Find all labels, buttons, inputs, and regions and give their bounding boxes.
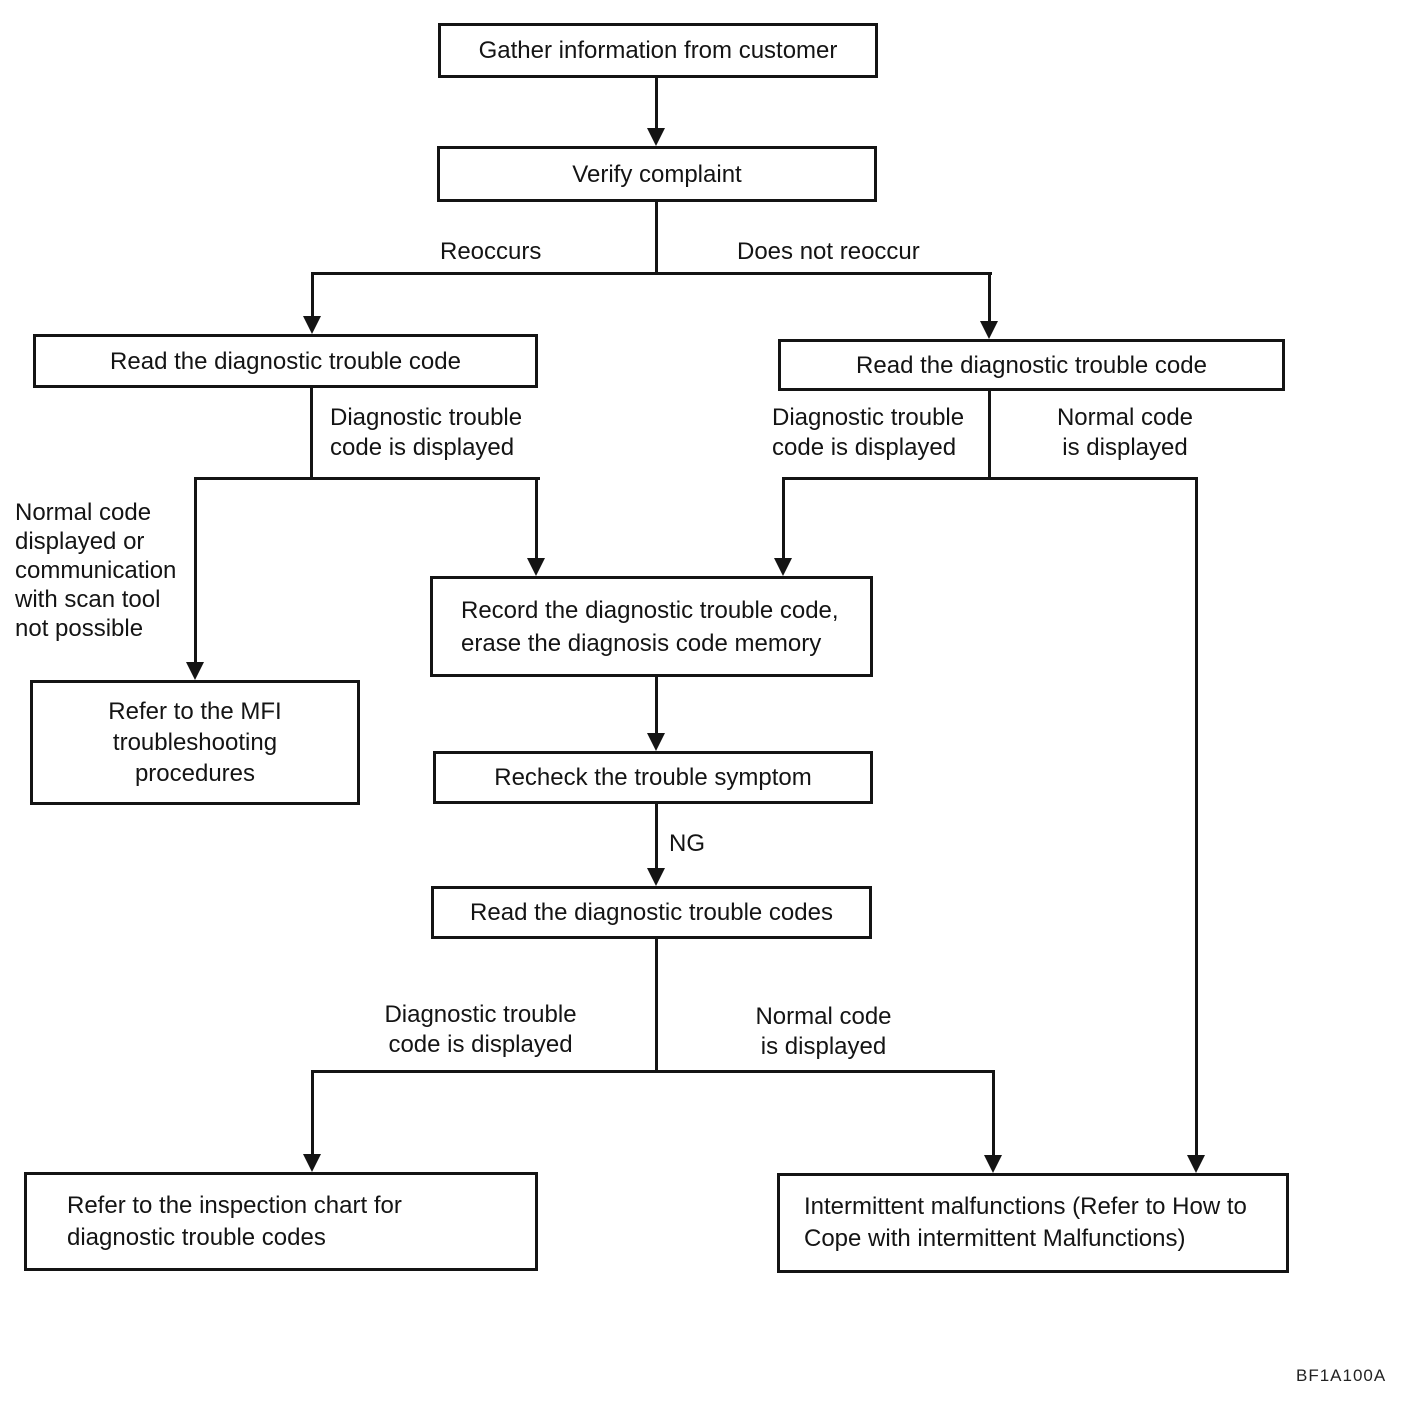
split-left-horizontal-line [194, 477, 540, 480]
edge-normal-to-intermittent-line [1195, 477, 1198, 1157]
edge-gather-verify-arrowhead-icon [647, 128, 665, 146]
label-dtc-displayed-left: Diagnostic trouble code is displayed [330, 404, 523, 461]
edge-to-intermittent-line [992, 1070, 995, 1157]
edge-split-readright-line [988, 272, 991, 323]
node-read-dtc-right: Read the diagnostic trouble code [778, 339, 1285, 391]
edge-record-recheck-arrowhead-icon [647, 733, 665, 751]
node-recheck-symptom: Recheck the trouble symptom [433, 751, 873, 804]
figure-code: BF1A100A [1296, 1366, 1387, 1385]
node-verify-complaint: Verify complaint [437, 146, 877, 202]
edge-to-inspection-arrowhead-icon [303, 1154, 321, 1172]
node-mfi-troubleshooting: Refer to the MFI troubleshooting procedu… [30, 680, 360, 805]
edge-readright-down-line [988, 391, 991, 480]
label-normal-or-no-communication: Normal code displayed or communication w… [15, 499, 177, 642]
node-inspection-chart: Refer to the inspection chart for diagno… [24, 1172, 538, 1271]
edge-gather-verify-line [655, 78, 658, 130]
edge-split-readleft-arrowhead-icon [303, 316, 321, 334]
label-dtc-displayed-bottom: Diagnostic trouble code is displayed [384, 1001, 577, 1058]
node-record-erase-code: Record the diagnostic trouble code, eras… [430, 576, 873, 677]
edge-to-mfi-line [194, 477, 197, 664]
edge-to-inspection-line [311, 1070, 314, 1156]
edge-readcodes-split-line [655, 939, 658, 1073]
edge-normal-to-intermittent-arrowhead-icon [1187, 1155, 1205, 1173]
label-normal-code-right: Normal code is displayed [1056, 404, 1194, 461]
label-reoccurs: Reoccurs [440, 238, 542, 265]
edge-ng-line [655, 804, 658, 870]
label-does-not-reoccur: Does not reoccur [737, 238, 920, 265]
edge-verify-split-line [655, 202, 658, 272]
split-top-horizontal-line [311, 272, 992, 275]
node-read-dtc-codes: Read the diagnostic trouble codes [431, 886, 872, 939]
edge-readleft-down-line [310, 388, 313, 479]
edge-ng-arrowhead-icon [647, 868, 665, 886]
node-gather-information: Gather information from customer [438, 23, 878, 78]
edge-right-to-record-arrowhead-icon [774, 558, 792, 576]
label-dtc-displayed-right: Diagnostic trouble code is displayed [772, 404, 965, 461]
edge-split-readright-arrowhead-icon [980, 321, 998, 339]
label-ng: NG [669, 830, 705, 857]
edge-record-recheck-line [655, 677, 658, 735]
node-read-dtc-left: Read the diagnostic trouble code [33, 334, 538, 388]
edge-to-mfi-arrowhead-icon [186, 662, 204, 680]
split-bottom-horizontal-line [311, 1070, 995, 1073]
node-intermittent-malfunctions: Intermittent malfunctions (Refer to How … [777, 1173, 1289, 1273]
edge-to-intermittent-arrowhead-icon [984, 1155, 1002, 1173]
label-normal-code-bottom: Normal code is displayed [755, 1003, 892, 1060]
edge-left-to-record-arrowhead-icon [527, 558, 545, 576]
edge-split-readleft-line [311, 272, 314, 318]
edge-right-to-record-line [782, 477, 785, 560]
split-right-horizontal-line [782, 477, 1198, 480]
edge-left-to-record-line [535, 477, 538, 560]
